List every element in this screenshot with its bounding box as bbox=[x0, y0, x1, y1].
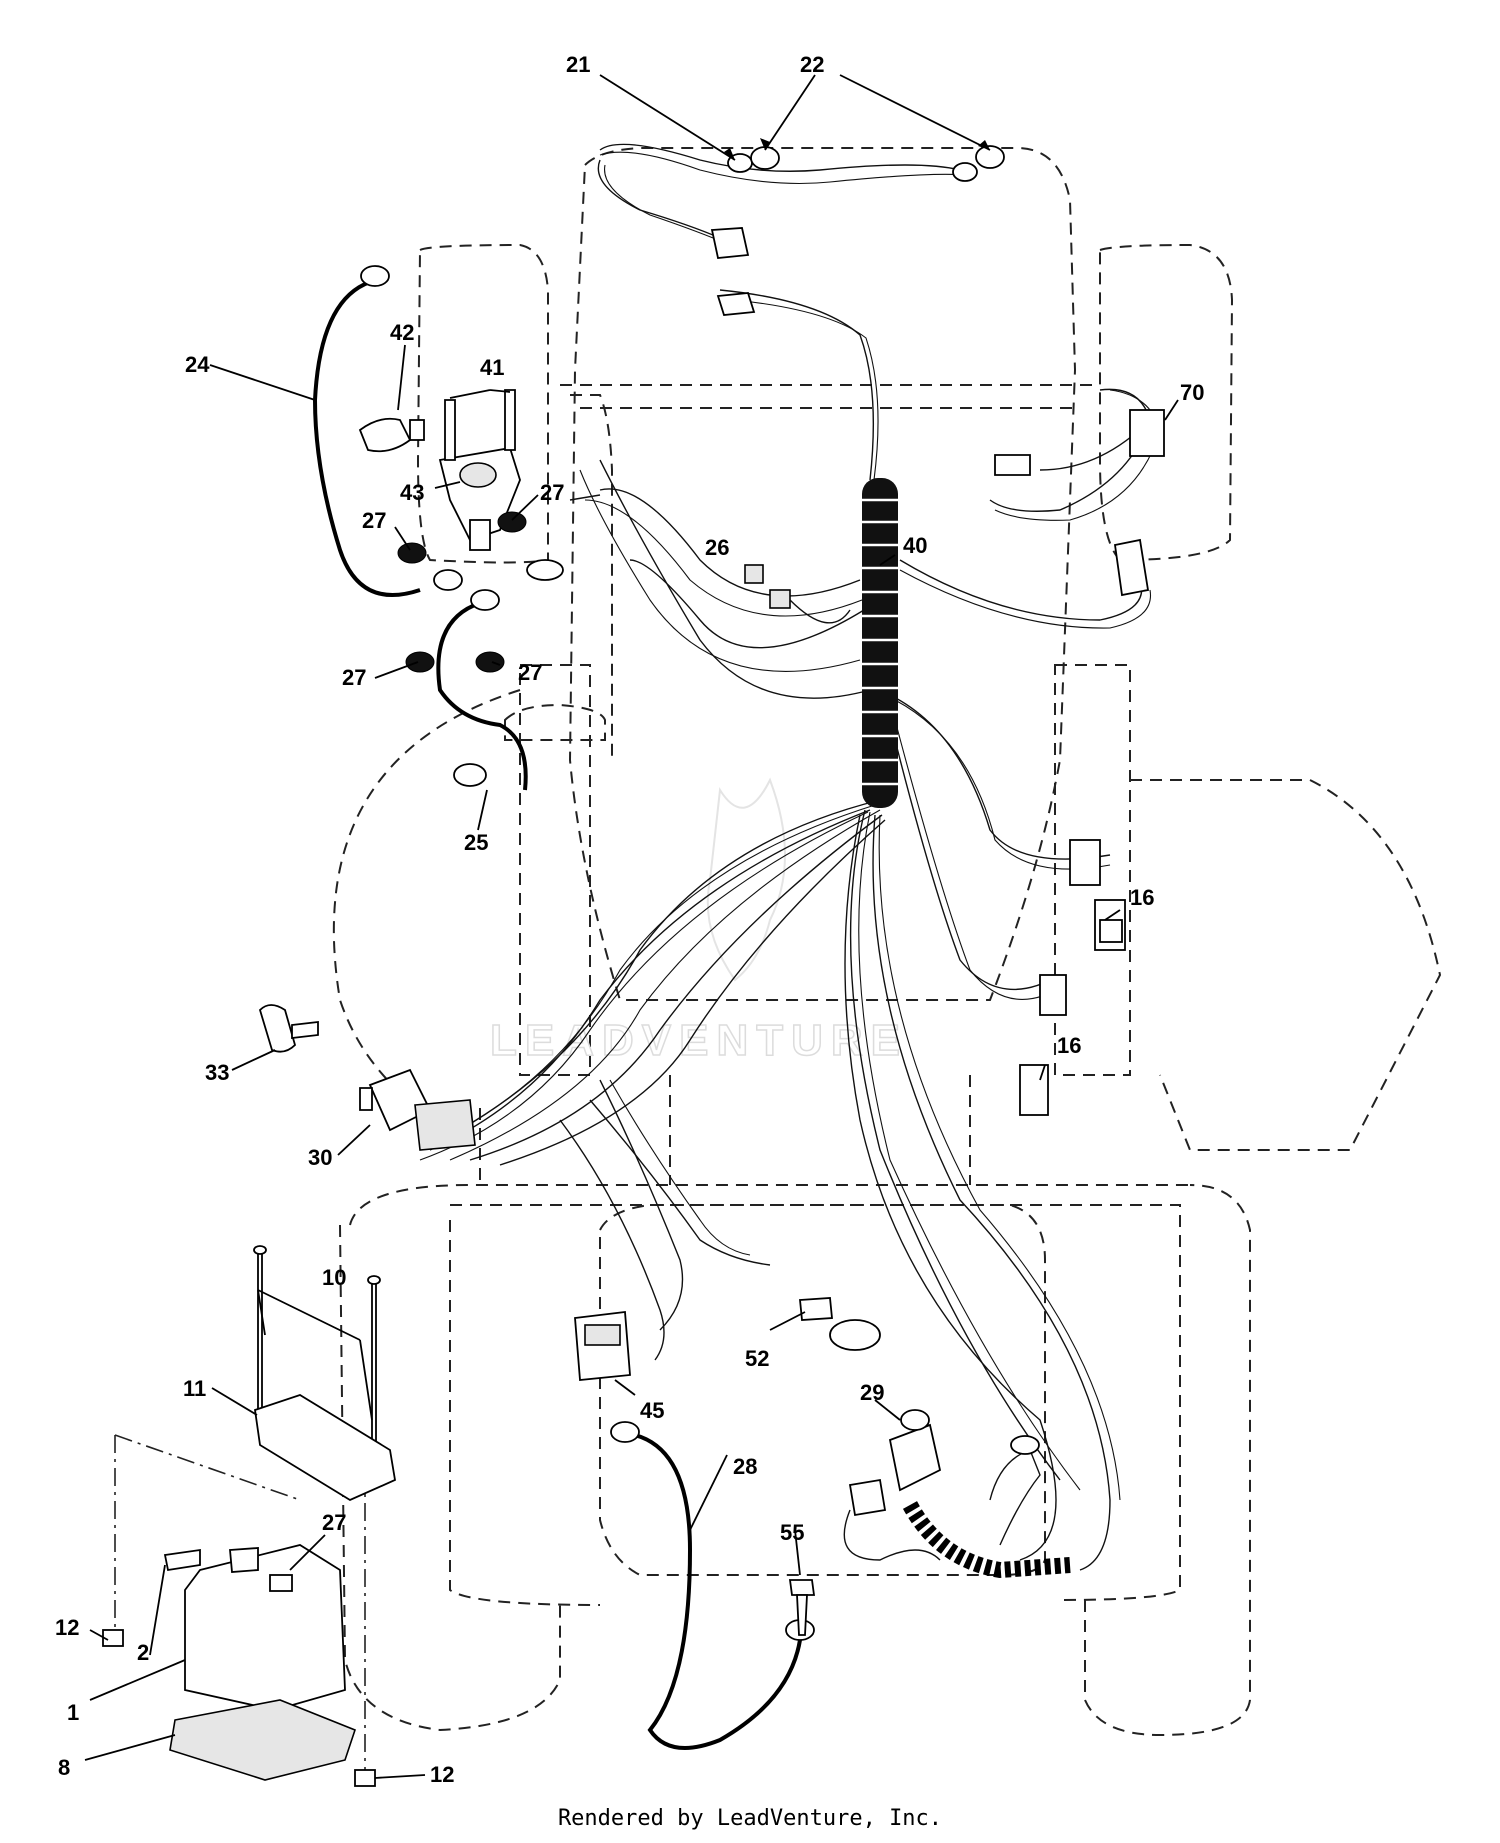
ignition-key-33 bbox=[258, 1004, 319, 1053]
callout-27-e: 27 bbox=[322, 1510, 346, 1535]
leader-lines bbox=[84, 74, 1179, 1779]
callout-29: 29 bbox=[860, 1380, 884, 1405]
ground-cable-28 bbox=[610, 1421, 815, 1750]
bulb-socket-right bbox=[952, 145, 1005, 182]
connector-52 bbox=[799, 1297, 881, 1351]
callout-28: 28 bbox=[733, 1454, 757, 1479]
callout-43: 43 bbox=[400, 480, 424, 505]
main-harness bbox=[419, 289, 1152, 1571]
callout-21: 21 bbox=[566, 52, 590, 77]
ignition-switch-30 bbox=[359, 1068, 476, 1151]
callout-27-b: 27 bbox=[362, 508, 386, 533]
callout-2: 2 bbox=[137, 1640, 149, 1665]
callout-30: 30 bbox=[308, 1145, 332, 1170]
hour-meter-45 bbox=[574, 1310, 631, 1381]
footer-credit: Rendered by LeadVenture, Inc. bbox=[557, 1806, 943, 1831]
battery-cables bbox=[312, 265, 601, 791]
callout-10: 10 bbox=[322, 1265, 346, 1290]
callout-40: 40 bbox=[903, 533, 927, 558]
connectors-26 bbox=[744, 564, 851, 624]
headlight-harness bbox=[597, 143, 1005, 316]
callout-25: 25 bbox=[464, 830, 488, 855]
plunger-switches-16 bbox=[1019, 839, 1126, 1116]
rear-harness-70 bbox=[989, 388, 1165, 597]
callout-12-b: 12 bbox=[430, 1762, 454, 1787]
callout-11: 11 bbox=[183, 1376, 206, 1401]
watermark-flame-icon bbox=[706, 777, 786, 982]
callout-70: 70 bbox=[1180, 380, 1204, 405]
callout-16-b: 16 bbox=[1057, 1033, 1081, 1058]
bulb-socket-left bbox=[727, 146, 780, 173]
callout-27-c: 27 bbox=[342, 665, 366, 690]
pto-harness-spiral bbox=[843, 1435, 1071, 1579]
callout-45: 45 bbox=[640, 1398, 664, 1423]
fuel-solenoid-29 bbox=[888, 1409, 942, 1492]
callout-27-a: 27 bbox=[540, 480, 564, 505]
callout-1: 1 bbox=[67, 1700, 79, 1725]
callout-42: 42 bbox=[390, 320, 414, 345]
callout-16-a: 16 bbox=[1130, 885, 1154, 910]
callout-8: 8 bbox=[58, 1755, 70, 1780]
starter-solenoid bbox=[358, 389, 527, 673]
callout-26: 26 bbox=[705, 535, 729, 560]
battery-group bbox=[102, 1245, 397, 1787]
callout-27-d: 27 bbox=[518, 660, 542, 685]
callout-52: 52 bbox=[745, 1346, 769, 1371]
tractor-outline bbox=[332, 147, 1442, 1737]
callouts: 21 22 42 24 41 43 27 27 27 27 26 40 70 2… bbox=[55, 52, 1204, 1787]
callout-24: 24 bbox=[185, 352, 210, 377]
callout-55: 55 bbox=[780, 1520, 804, 1545]
callout-12-a: 12 bbox=[55, 1615, 79, 1640]
callout-41: 41 bbox=[480, 355, 504, 380]
watermark-text: LEADVENTURE bbox=[490, 1016, 908, 1065]
callout-33: 33 bbox=[205, 1060, 229, 1085]
bolt-55 bbox=[788, 1579, 816, 1636]
callout-22: 22 bbox=[800, 52, 824, 77]
